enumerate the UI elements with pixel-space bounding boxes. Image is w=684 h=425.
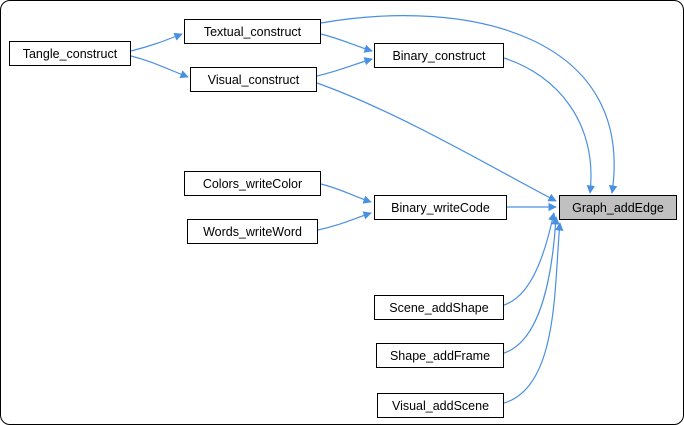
edge-tangle-construct-to-textual-construct (130, 32, 183, 52)
node-visual-construct[interactable]: Visual_construct (190, 67, 317, 92)
edge-words-writeword-to-binary-writecode (317, 211, 372, 231)
edge-textual-construct-to-graph-addedge (320, 15, 618, 194)
node-label: Graph_addEdge (572, 200, 664, 215)
node-label: Textual_construct (203, 24, 302, 39)
node-shape-addframe[interactable]: Shape_addFrame (376, 343, 504, 368)
edge-binary-construct-to-graph-addedge (503, 57, 596, 194)
node-binary-writecode[interactable]: Binary_writeCode (374, 195, 507, 220)
node-words-writeword[interactable]: Words_writeWord (187, 219, 318, 244)
node-label: Tangle_construct (22, 46, 118, 61)
node-visual-addscene[interactable]: Visual_addScene (377, 393, 504, 418)
edge-tangle-construct-to-visual-construct (130, 55, 189, 79)
node-label: Words_writeWord (203, 224, 302, 239)
edge-visual-construct-to-graph-addedge (316, 82, 557, 202)
edge-visual-construct-to-binary-construct (316, 57, 373, 77)
node-tangle-construct[interactable]: Tangle_construct (9, 41, 131, 66)
node-label: Visual_addScene (391, 398, 490, 413)
node-graph-addedge-current: Graph_addEdge (559, 195, 677, 220)
node-label: Shape_addFrame (389, 348, 491, 363)
node-label: Colors_writeColor (202, 176, 303, 191)
node-scene-addshape[interactable]: Scene_addShape (374, 295, 504, 320)
edge-scene-addshape-to-graph-addedge (503, 212, 557, 306)
edge-visual-addscene-to-graph-addedge (503, 222, 564, 404)
node-colors-writecolor[interactable]: Colors_writeColor (184, 171, 321, 196)
node-label: Visual_construct (207, 72, 300, 87)
node-label: Scene_addShape (389, 300, 489, 315)
node-binary-construct[interactable]: Binary_construct (374, 43, 504, 68)
node-label: Binary_construct (392, 48, 486, 63)
edge-textual-construct-to-binary-construct (320, 33, 373, 53)
node-textual-construct[interactable]: Textual_construct (184, 19, 321, 44)
edge-colors-writecolor-to-binary-writecode (320, 183, 372, 204)
edge-shape-addframe-to-graph-addedge (503, 216, 560, 354)
node-label: Binary_writeCode (391, 200, 490, 215)
